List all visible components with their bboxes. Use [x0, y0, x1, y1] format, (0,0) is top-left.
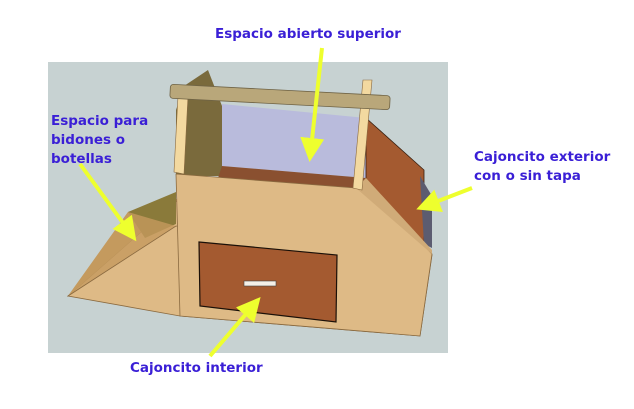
arrow-outer-drawer [416, 186, 473, 213]
carry-handle-bar [169, 84, 391, 110]
arrow-inner-drawer [208, 296, 261, 358]
top-opening [222, 104, 366, 178]
label-outer-drawer-line-2: con o sin tapa [474, 168, 581, 184]
label-outer-drawer: Cajoncito exterior con o sin tapa [474, 148, 610, 186]
label-outer-drawer-line-1: Cajoncito exterior [474, 149, 611, 165]
label-bottle-space-line-2: bidones o [51, 132, 126, 148]
label-bottle-space-line-3: botellas [51, 151, 112, 167]
label-bottle-space-line-1: Espacio para [51, 113, 149, 129]
box-top-slope [356, 178, 432, 254]
arrow-top-opening [300, 47, 325, 162]
label-inner-drawer: Cajoncito interior [130, 360, 263, 376]
inner-drawer-handle [243, 280, 277, 287]
inner-floor [218, 166, 366, 190]
ramp-left-face [68, 212, 176, 296]
label-top-opening: Espacio abierto superior [215, 26, 401, 42]
arrow-bottle-space [78, 162, 137, 242]
label-bottle-space: Espacio para bidones o botellas [51, 112, 148, 169]
